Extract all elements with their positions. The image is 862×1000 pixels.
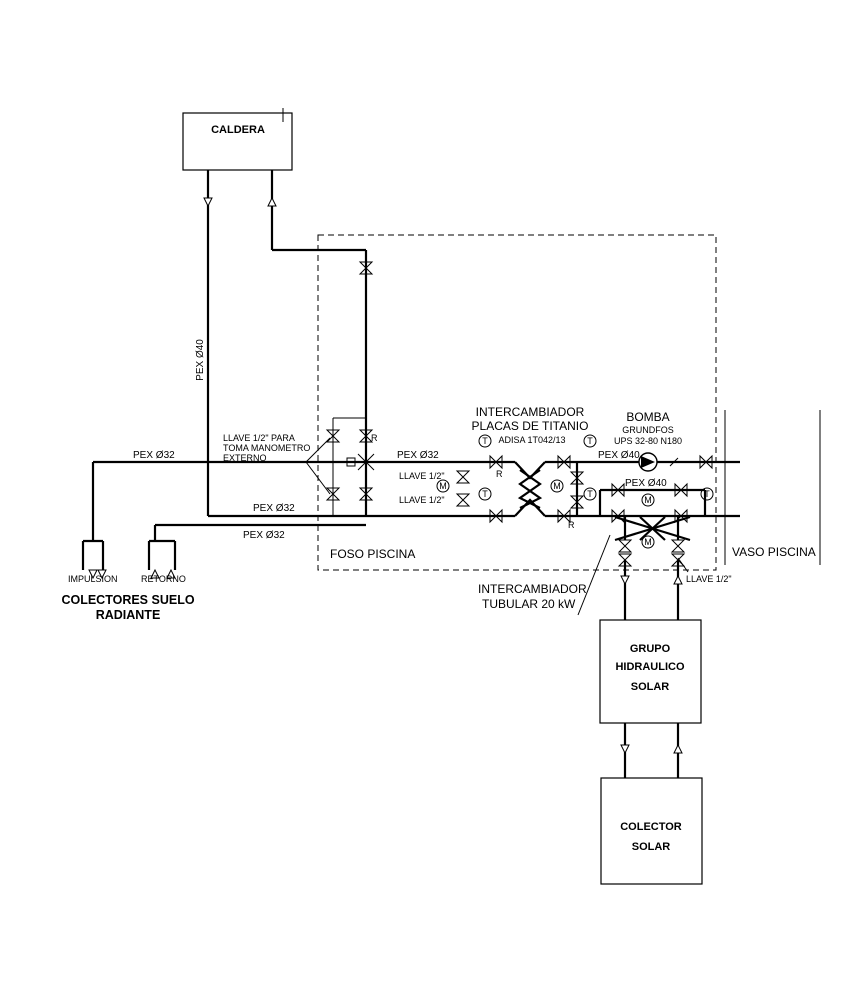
regulator-marks: R R R <box>371 433 575 530</box>
three-way-valve <box>346 453 375 471</box>
svg-text:EXTERNO: EXTERNO <box>223 453 267 463</box>
llave-half-c-label: LLAVE 1/2" <box>686 574 732 584</box>
thermometer-gauges: T T T T T <box>478 434 714 501</box>
pex40-lower-label: PEX Ø40 <box>625 478 667 489</box>
svg-text:TOMA MANOMETRO: TOMA MANOMETRO <box>223 443 310 453</box>
pex32-right-label: PEX Ø32 <box>397 450 439 461</box>
vaso-piscina-label: VASO PISCINA <box>732 545 816 559</box>
llave-half-b-label: LLAVE 1/2" <box>399 495 445 505</box>
grupo-label-2: HIDRAULICO <box>615 661 684 673</box>
motor-valves: M M M M <box>436 479 655 549</box>
colector-label-1: COLECTOR <box>620 821 682 833</box>
collector-outlets <box>81 539 177 570</box>
motor-4: M <box>644 537 652 547</box>
thermometer-3: T <box>587 436 593 446</box>
pex32-left-label: PEX Ø32 <box>133 450 175 461</box>
svg-text:UPS 32-80 N180: UPS 32-80 N180 <box>614 436 682 446</box>
svg-text:ADISA 1T042/13: ADISA 1T042/13 <box>498 435 565 445</box>
svg-text:LLAVE 1/2" PARA: LLAVE 1/2" PARA <box>223 433 295 443</box>
valves <box>325 261 713 567</box>
flow-arrows <box>88 196 683 755</box>
intercambiador-placas-label: INTERCAMBIADOR PLACAS DE TITANIO ADISA 1… <box>472 405 589 445</box>
svg-text:BOMBA: BOMBA <box>626 410 669 424</box>
thermometer-1: T <box>482 436 488 446</box>
plate-heat-exchanger <box>517 469 543 509</box>
leader-lines <box>305 437 689 616</box>
pex32-mid-label: PEX Ø32 <box>253 503 295 514</box>
thermometer-2: T <box>482 489 488 499</box>
colector-solar-box: COLECTOR SOLAR <box>600 777 703 885</box>
llave-manometro-label: LLAVE 1/2" PARA TOMA MANOMETRO EXTERNO <box>223 433 310 463</box>
svg-text:RADIANTE: RADIANTE <box>96 608 161 622</box>
vaso-piscina-zone: VASO PISCINA <box>724 410 821 565</box>
regulator-2: R <box>496 469 503 479</box>
svg-text:COLECTORES SUELO: COLECTORES SUELO <box>61 593 194 607</box>
regulator-1: R <box>371 433 378 443</box>
svg-text:TUBULAR 20 kW: TUBULAR 20 kW <box>482 597 576 611</box>
pex40-right-label: PEX Ø40 <box>598 450 640 461</box>
foso-piscina-zone <box>317 234 717 571</box>
pex32-bottom-label: PEX Ø32 <box>243 530 285 541</box>
thermometer-5: T <box>704 489 710 499</box>
llave-half-a-label: LLAVE 1/2" <box>399 471 445 481</box>
regulator-3: R <box>568 520 575 530</box>
intercambiador-tubular-label: INTERCAMBIADOR TUBULAR 20 kW <box>478 582 587 611</box>
impulsion-label: IMPULSION <box>68 574 118 584</box>
pex40-vertical-label: PEX Ø40 <box>195 339 206 381</box>
grupo-hidraulico-box: GRUPO HIDRAULICO SOLAR <box>599 619 702 724</box>
svg-text:GRUNDFOS: GRUNDFOS <box>622 425 674 435</box>
svg-text:INTERCAMBIADOR: INTERCAMBIADOR <box>478 582 587 596</box>
colector-label-2: SOLAR <box>632 841 671 853</box>
foso-piscina-label: FOSO PISCINA <box>330 547 415 561</box>
caldera-label: CALDERA <box>211 124 265 136</box>
caldera-box: CALDERA <box>182 108 293 171</box>
grupo-label-3: SOLAR <box>631 681 670 693</box>
pipe-network <box>91 170 740 778</box>
svg-text:PLACAS DE TITANIO: PLACAS DE TITANIO <box>472 419 589 433</box>
motor-3: M <box>644 495 652 505</box>
grupo-label-1: GRUPO <box>630 643 671 655</box>
thermometer-4: T <box>587 489 593 499</box>
pump-symbol <box>638 452 679 472</box>
motor-1: M <box>439 481 447 491</box>
colectores-suelo-label: COLECTORES SUELO RADIANTE <box>61 593 194 622</box>
motor-2: M <box>553 481 561 491</box>
bomba-label: BOMBA GRUNDFOS UPS 32-80 N180 <box>614 410 682 446</box>
svg-text:INTERCAMBIADOR: INTERCAMBIADOR <box>476 405 585 419</box>
retorno-label: RETORNO <box>141 574 186 584</box>
